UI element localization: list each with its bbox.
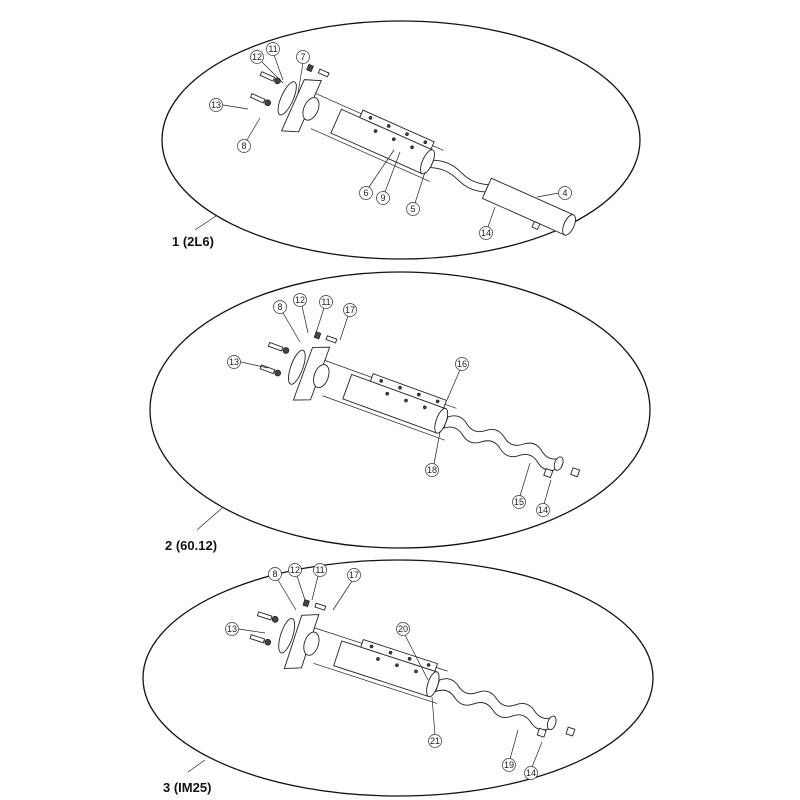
callout-17: 17: [347, 568, 361, 582]
callout-19: 19: [502, 758, 516, 772]
callout-12: 12: [288, 563, 302, 577]
callout-11: 11: [313, 563, 327, 577]
view-label: 2 (60.12): [165, 538, 217, 553]
svg-text:18: 18: [427, 465, 437, 475]
svg-text:14: 14: [481, 228, 491, 238]
callout-13: 13: [227, 355, 241, 369]
callout-11: 11: [319, 295, 333, 309]
svg-text:14: 14: [526, 768, 536, 778]
svg-text:11: 11: [315, 565, 324, 575]
callout-16: 16: [455, 357, 469, 371]
svg-text:21: 21: [430, 736, 440, 746]
callout-18: 18: [425, 463, 439, 477]
callout-11: 11: [266, 42, 280, 56]
callout-8: 8: [237, 139, 251, 153]
view-3-im25: 3 (IM25) 8 12 11 17 13 20 21 19 14: [142, 559, 654, 797]
view-outline: [161, 20, 641, 260]
svg-text:19: 19: [504, 760, 514, 770]
svg-text:5: 5: [410, 204, 415, 214]
svg-text:13: 13: [227, 624, 237, 634]
stator-assembly: [242, 47, 576, 236]
rotor: [442, 412, 563, 474]
svg-text:16: 16: [457, 359, 467, 369]
callout-8: 8: [273, 300, 287, 314]
callout-14: 14: [536, 503, 550, 517]
callout-5: 5: [406, 202, 420, 216]
callout-12: 12: [250, 50, 264, 64]
svg-text:20: 20: [398, 624, 408, 634]
callout-15: 15: [512, 495, 526, 509]
callout-9: 9: [376, 191, 390, 205]
callout-14: 14: [479, 226, 493, 240]
callout-13: 13: [209, 98, 223, 112]
svg-text:7: 7: [300, 52, 305, 62]
rotor: [429, 159, 490, 193]
stator-tube: [481, 177, 575, 236]
view-outline: [149, 271, 651, 549]
svg-text:4: 4: [562, 188, 567, 198]
stator-assembly: [244, 586, 576, 738]
rotor: [434, 675, 556, 733]
svg-text:6: 6: [363, 188, 368, 198]
view-2-60-12: 2 (60.12) 8 12 11 17 13 16 18 15 14: [149, 271, 651, 553]
svg-text:11: 11: [268, 44, 277, 54]
svg-text:12: 12: [290, 565, 300, 575]
svg-text:15: 15: [514, 497, 524, 507]
svg-text:17: 17: [345, 305, 355, 315]
callout-13: 13: [225, 622, 239, 636]
callout-21: 21: [428, 734, 442, 748]
svg-text:17: 17: [349, 570, 359, 580]
svg-text:8: 8: [277, 302, 282, 312]
callout-17: 17: [343, 303, 357, 317]
callout-4: 4: [558, 186, 572, 200]
callout-8: 8: [268, 567, 282, 581]
callout-7: 7: [296, 50, 310, 64]
callout-6: 6: [359, 186, 373, 200]
callout-14: 14: [524, 766, 538, 780]
svg-text:9: 9: [380, 193, 385, 203]
svg-text:12: 12: [252, 52, 262, 62]
callout-20: 20: [396, 622, 410, 636]
view-outline: [142, 559, 654, 797]
view-label: 3 (IM25): [163, 780, 211, 795]
svg-text:14: 14: [538, 505, 548, 515]
svg-text:8: 8: [272, 569, 277, 579]
svg-text:13: 13: [211, 100, 221, 110]
view-label: 1 (2L6): [172, 234, 214, 249]
view-1-2l6: 1 (2L6) 12 11 7 13 8 6 9 5 4 14: [161, 20, 641, 260]
svg-text:12: 12: [295, 295, 305, 305]
callout-12: 12: [293, 293, 307, 307]
svg-text:8: 8: [241, 141, 246, 151]
svg-text:11: 11: [321, 297, 330, 307]
svg-text:13: 13: [229, 357, 239, 367]
stator-assembly: [253, 317, 581, 479]
